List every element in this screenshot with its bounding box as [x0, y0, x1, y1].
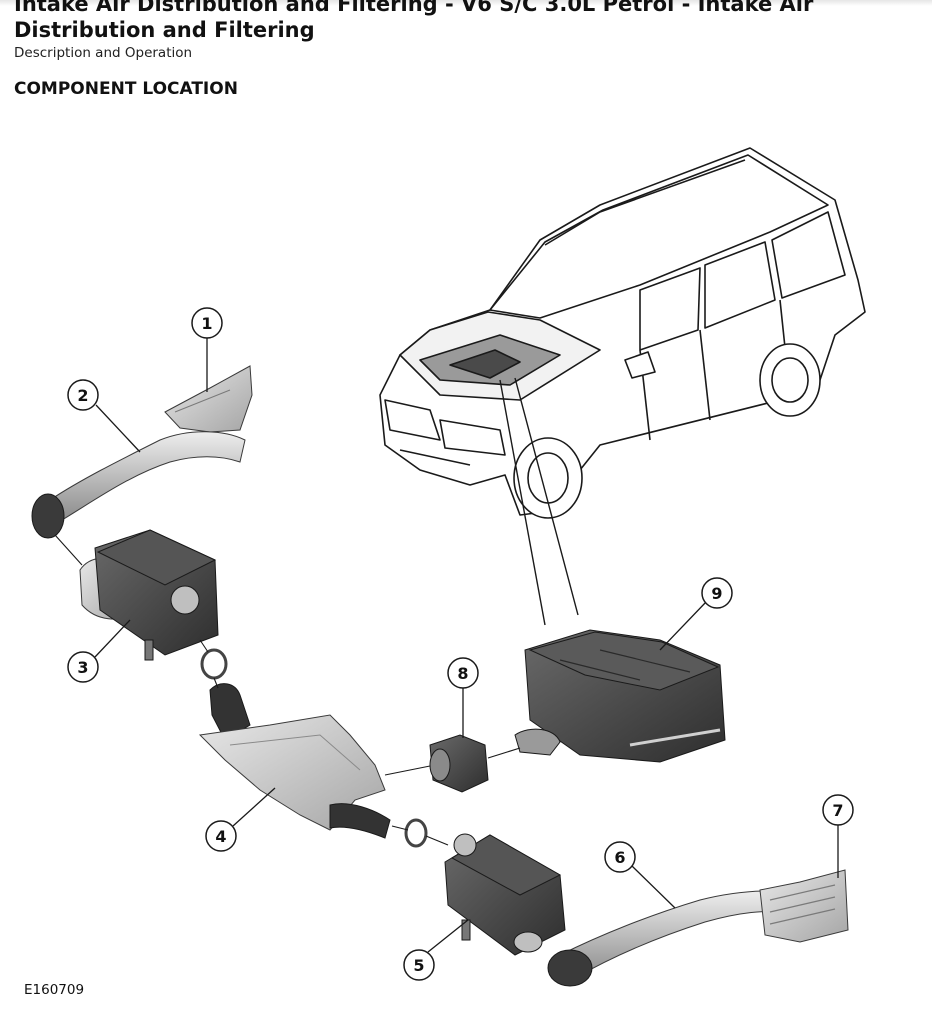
callout-5-label: 5 — [413, 956, 424, 975]
callout-2-label: 2 — [77, 386, 88, 405]
document-subtitle: Description and Operation — [14, 45, 193, 61]
callout-6: 6 — [604, 841, 676, 909]
section-heading: COMPONENT LOCATION — [14, 79, 238, 99]
part-7-air-inlet — [759, 869, 849, 943]
callout-2: 2 — [67, 379, 141, 453]
part-connector-lines — [54, 534, 521, 846]
callout-1-label: 1 — [201, 314, 212, 333]
callout-8-label: 8 — [457, 664, 468, 683]
hose-clamp-upper — [200, 648, 228, 680]
vehicle-illustration — [379, 147, 866, 519]
callout-9-label: 9 — [711, 584, 722, 603]
callout-9: 9 — [659, 577, 733, 651]
part-1-air-inlet — [164, 365, 253, 433]
callout-4-label: 4 — [215, 827, 226, 846]
vehicle-leader-lines — [499, 377, 579, 626]
part-8-throttle-body — [429, 734, 489, 793]
callout-5: 5 — [403, 919, 469, 981]
callout-3: 3 — [67, 619, 131, 683]
part-9-supercharger — [514, 629, 726, 763]
callout-8: 8 — [447, 657, 479, 738]
callout-4: 4 — [205, 787, 276, 852]
document-title: Intake Air Distribution and Filtering - … — [14, 0, 814, 42]
part-6-intake-pipe — [547, 890, 791, 987]
hose-clamp-lower — [404, 818, 428, 848]
callout-1: 1 — [191, 307, 223, 392]
callout-7-label: 7 — [832, 801, 843, 820]
part-2-intake-pipe — [31, 431, 246, 539]
figure-id: E160709 — [24, 982, 85, 998]
part-4-air-ducting — [198, 683, 391, 839]
part-5-air-cleaner — [444, 833, 566, 956]
top-gradient-bar — [0, 0, 932, 6]
callout-6-label: 6 — [614, 848, 625, 867]
callout-3-label: 3 — [77, 658, 88, 677]
callout-7: 7 — [822, 794, 854, 878]
part-3-air-cleaner — [79, 529, 219, 661]
